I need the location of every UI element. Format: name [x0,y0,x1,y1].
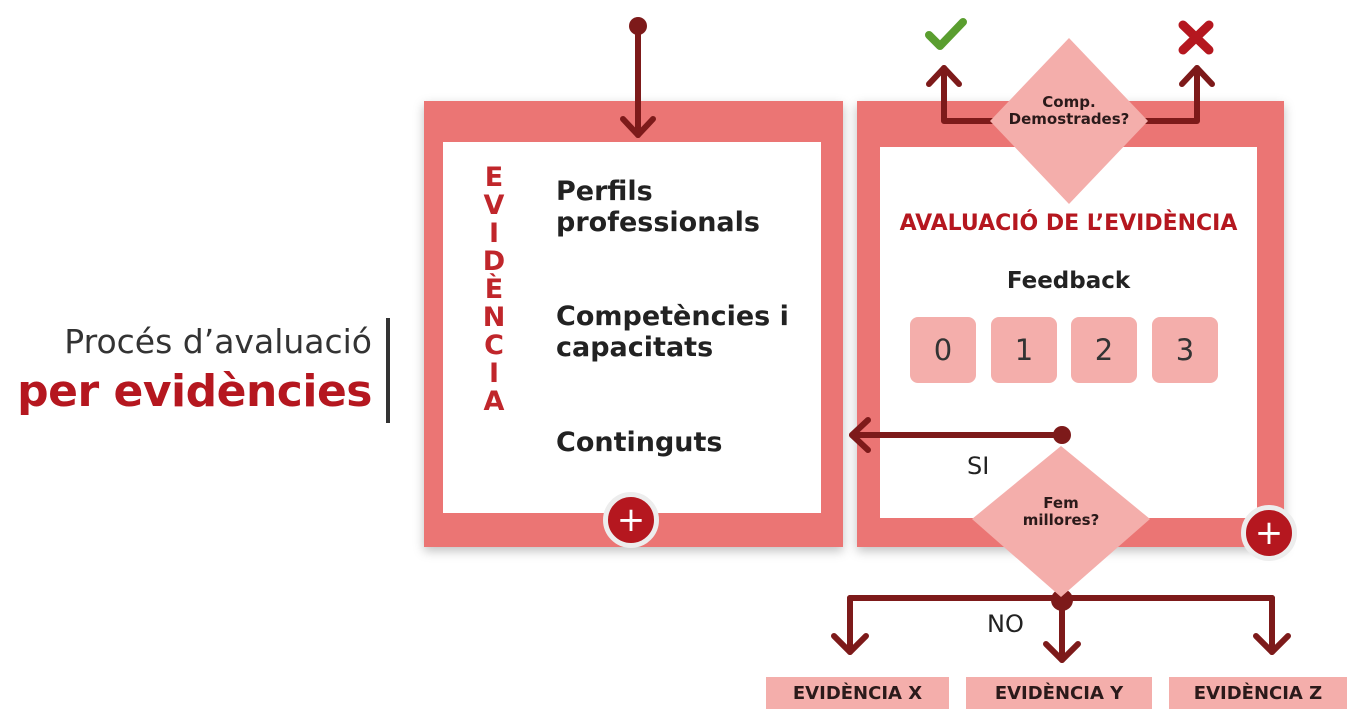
vertical-letter: I [488,218,500,249]
item-line: Continguts [556,427,723,458]
outcome-dot [1051,589,1073,611]
vertical-letter: D [482,246,506,277]
failure-arrowhead [1179,65,1215,87]
decision-diamond-top [990,38,1148,204]
decision-bottom-line: millores? [1022,511,1100,529]
title-line-1: Procés d’avaluació [64,322,372,361]
entry-arrow-head [620,116,656,138]
vertical-letter: I [488,358,500,389]
evidence-item-contents: Continguts [556,427,723,458]
evaluation-title: AVALUACIÓ DE L’EVIDÈNCIA [899,211,1238,236]
title-line-2: per evidències [17,366,372,417]
failure-branch [1140,65,1200,124]
success-arrowhead [926,65,962,87]
evidence-item-competencies: Competències i capacitats [556,301,789,363]
score-3[interactable]: 3 [1152,317,1218,383]
check-icon [925,18,967,50]
evidence-item-profiles: Perfils professionals [556,176,760,238]
decision-diamond-bottom [972,446,1150,597]
loop-back-arrowhead [849,417,871,453]
vertical-letter: E [484,162,504,193]
entry-dot [629,17,647,35]
outcome-right-arrowhead [1253,633,1291,655]
outcome-evidence-z: EVIDÈNCIA Z [1169,677,1347,709]
loop-dot [1053,426,1071,444]
score-2[interactable]: 2 [1071,317,1137,383]
item-line: professionals [556,207,760,238]
feedback-label: Feedback [1006,268,1131,294]
outcome-evidence-y: EVIDÈNCIA Y [966,677,1152,709]
outcome-evidence-x: EVIDÈNCIA X [766,677,949,709]
evidence-vertical-word: E V I D È N C I A [479,164,509,416]
vertical-letter: N [482,302,506,333]
vertical-letter: C [484,330,504,361]
evaluation-add-button[interactable]: + [1241,505,1297,561]
success-branch [941,65,998,124]
vertical-letter: È [484,274,504,305]
outcome-middle-arrowhead [1043,641,1081,663]
decision-bottom-line: Fem [1043,494,1079,512]
evidence-add-button[interactable]: + [603,492,659,548]
evidence-panel [443,142,821,513]
item-line: capacitats [556,332,714,363]
decision-bottom-text: Fem millores? [985,495,1137,529]
score-1[interactable]: 1 [991,317,1057,383]
no-label: NO [987,610,1024,638]
decision-top-line: Comp. [1042,93,1096,111]
item-line: Competències i [556,301,789,332]
decision-top-line: Demostrades? [1008,110,1130,128]
outcome-left-arrowhead [831,633,869,655]
score-0[interactable]: 0 [910,317,976,383]
vertical-letter: A [483,386,505,417]
cross-icon [1178,20,1214,55]
title-divider [386,318,390,423]
vertical-letter: V [483,190,505,221]
decision-top-text: Comp. Demostrades? [990,94,1148,128]
yes-label: SI [967,452,990,480]
item-line: Perfils [556,176,653,207]
